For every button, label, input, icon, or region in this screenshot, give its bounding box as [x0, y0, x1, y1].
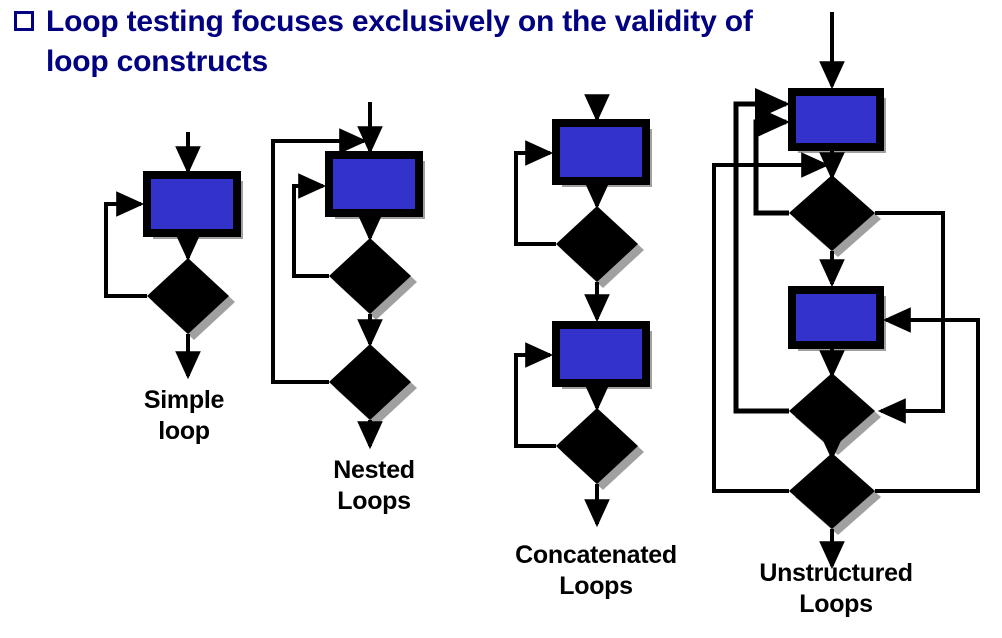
page-title: Loop testing focuses exclusively on the …: [46, 5, 753, 78]
diagram-concatenated-loops: [500, 94, 690, 530]
caption-nested-loops: Nested Loops: [333, 456, 415, 515]
decision-diamond-2: [329, 344, 411, 420]
feedback-loop-1-path: [514, 140, 556, 246]
decision-diamond-1: [789, 175, 875, 251]
diagram-unstructured-loops: [700, 10, 1000, 570]
jump-diamond-1-to-diamond-2-path: [875, 211, 945, 424]
feedback-loop-path: [104, 191, 147, 298]
caption-unstructured-loops: Unstructured Loops: [759, 559, 913, 618]
caption-simple-loop: Simple loop: [143, 386, 225, 445]
jump-diamond-2-to-box-1-path: [733, 87, 791, 414]
diagram-simple-loop: [90, 130, 270, 390]
process-box-1: [788, 88, 884, 151]
jump-diamond-3-to-box-2-path: [875, 307, 980, 493]
outer-feedback-loop-path: [271, 128, 368, 384]
decision-diamond-1: [329, 238, 411, 314]
inner-feedback-loop-path: [292, 173, 329, 278]
caption-concatenated-loops: Concatenated Loops: [515, 541, 677, 600]
decision-diamond-1: [147, 258, 229, 334]
decision-diamond-3: [789, 453, 875, 529]
decision-diamond-1: [556, 206, 638, 282]
jump-diamond-3-to-diamond-1-path: [712, 152, 830, 493]
diagram-nested-loops: [265, 100, 455, 450]
process-box-1: [325, 151, 423, 217]
process-box-1: [552, 119, 650, 185]
jump-diamond-1-to-box-1-path: [753, 105, 791, 216]
slide-title-row: Loop testing focuses exclusively on the …: [14, 2, 989, 82]
square-outline-bullet-icon: [14, 11, 34, 31]
decision-diamond-2: [789, 373, 875, 449]
process-box-2: [552, 321, 650, 387]
decision-diamond-2: [556, 408, 638, 484]
process-box-1: [143, 171, 241, 237]
feedback-loop-2-path: [514, 342, 556, 448]
process-box-2: [788, 286, 884, 349]
